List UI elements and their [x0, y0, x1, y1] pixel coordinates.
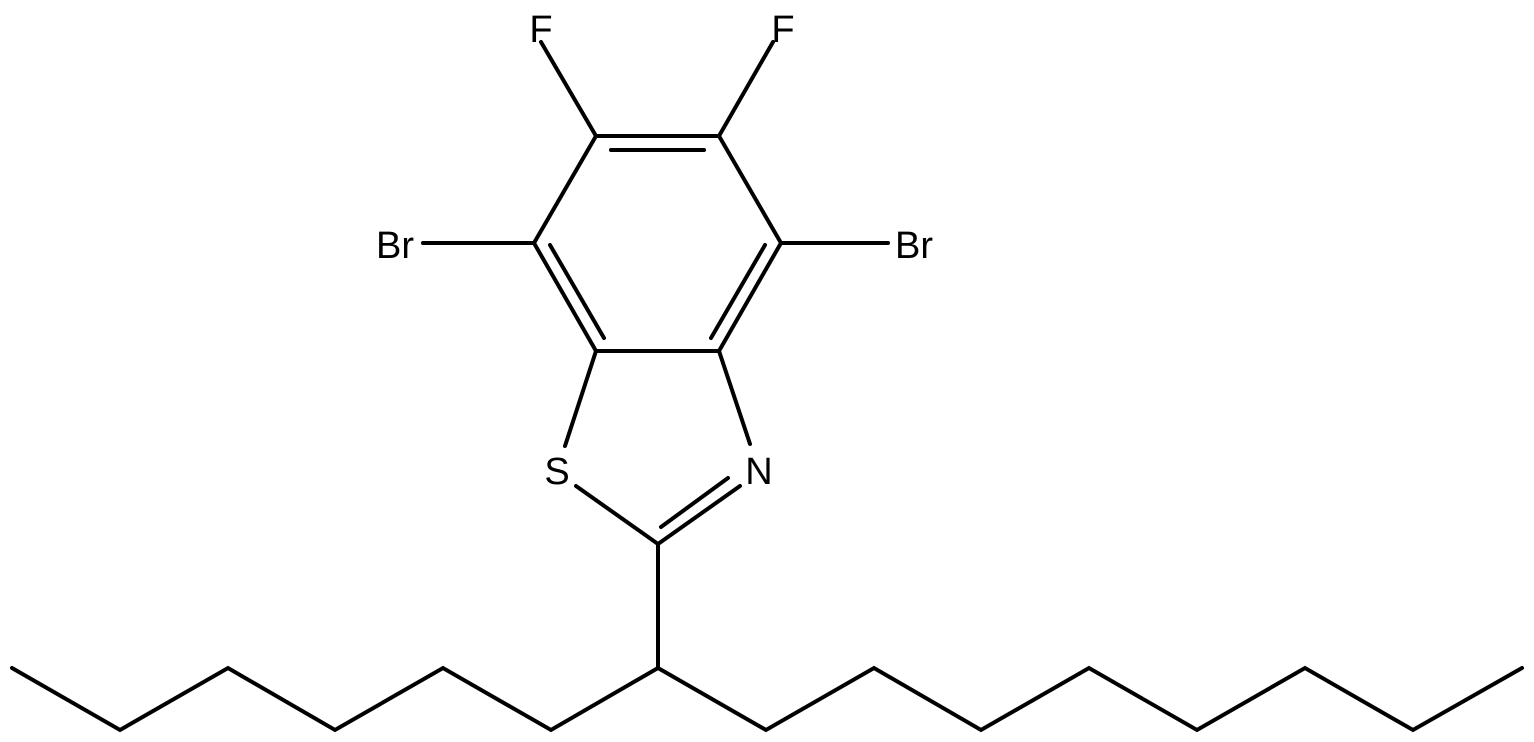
- bond-c5-f: [717, 40, 775, 138]
- bromine-left-label: Br: [376, 225, 414, 267]
- bond-c2-n: [656, 484, 742, 546]
- bond-c7a-c7: [532, 241, 598, 353]
- bond-c7a-s: [563, 349, 598, 448]
- bond-c4-c3a-inner: [709, 243, 767, 340]
- alkyl-chain-right: [656, 665, 1524, 733]
- bonds: [10, 40, 1524, 733]
- fluorine-right-label: F: [771, 9, 794, 51]
- bond-n-c3a: [717, 349, 752, 446]
- bond-c2-n-inner: [659, 476, 730, 529]
- bond-c7a-c7-inner: [548, 243, 606, 340]
- bromine-right-label: Br: [895, 225, 933, 267]
- bond-c4-c3a: [717, 241, 783, 353]
- alkyl-chain-left: [10, 665, 660, 733]
- bond-c7-c6: [532, 134, 598, 245]
- bond-c5-c4: [717, 134, 783, 245]
- fluorine-left-label: F: [529, 9, 552, 51]
- bond-c6-f: [539, 40, 598, 138]
- nitrogen-label: N: [745, 451, 772, 493]
- atom-labels: F F Br Br S N: [376, 9, 933, 493]
- bond-s-c2: [574, 484, 660, 546]
- sulfur-label: S: [544, 451, 569, 493]
